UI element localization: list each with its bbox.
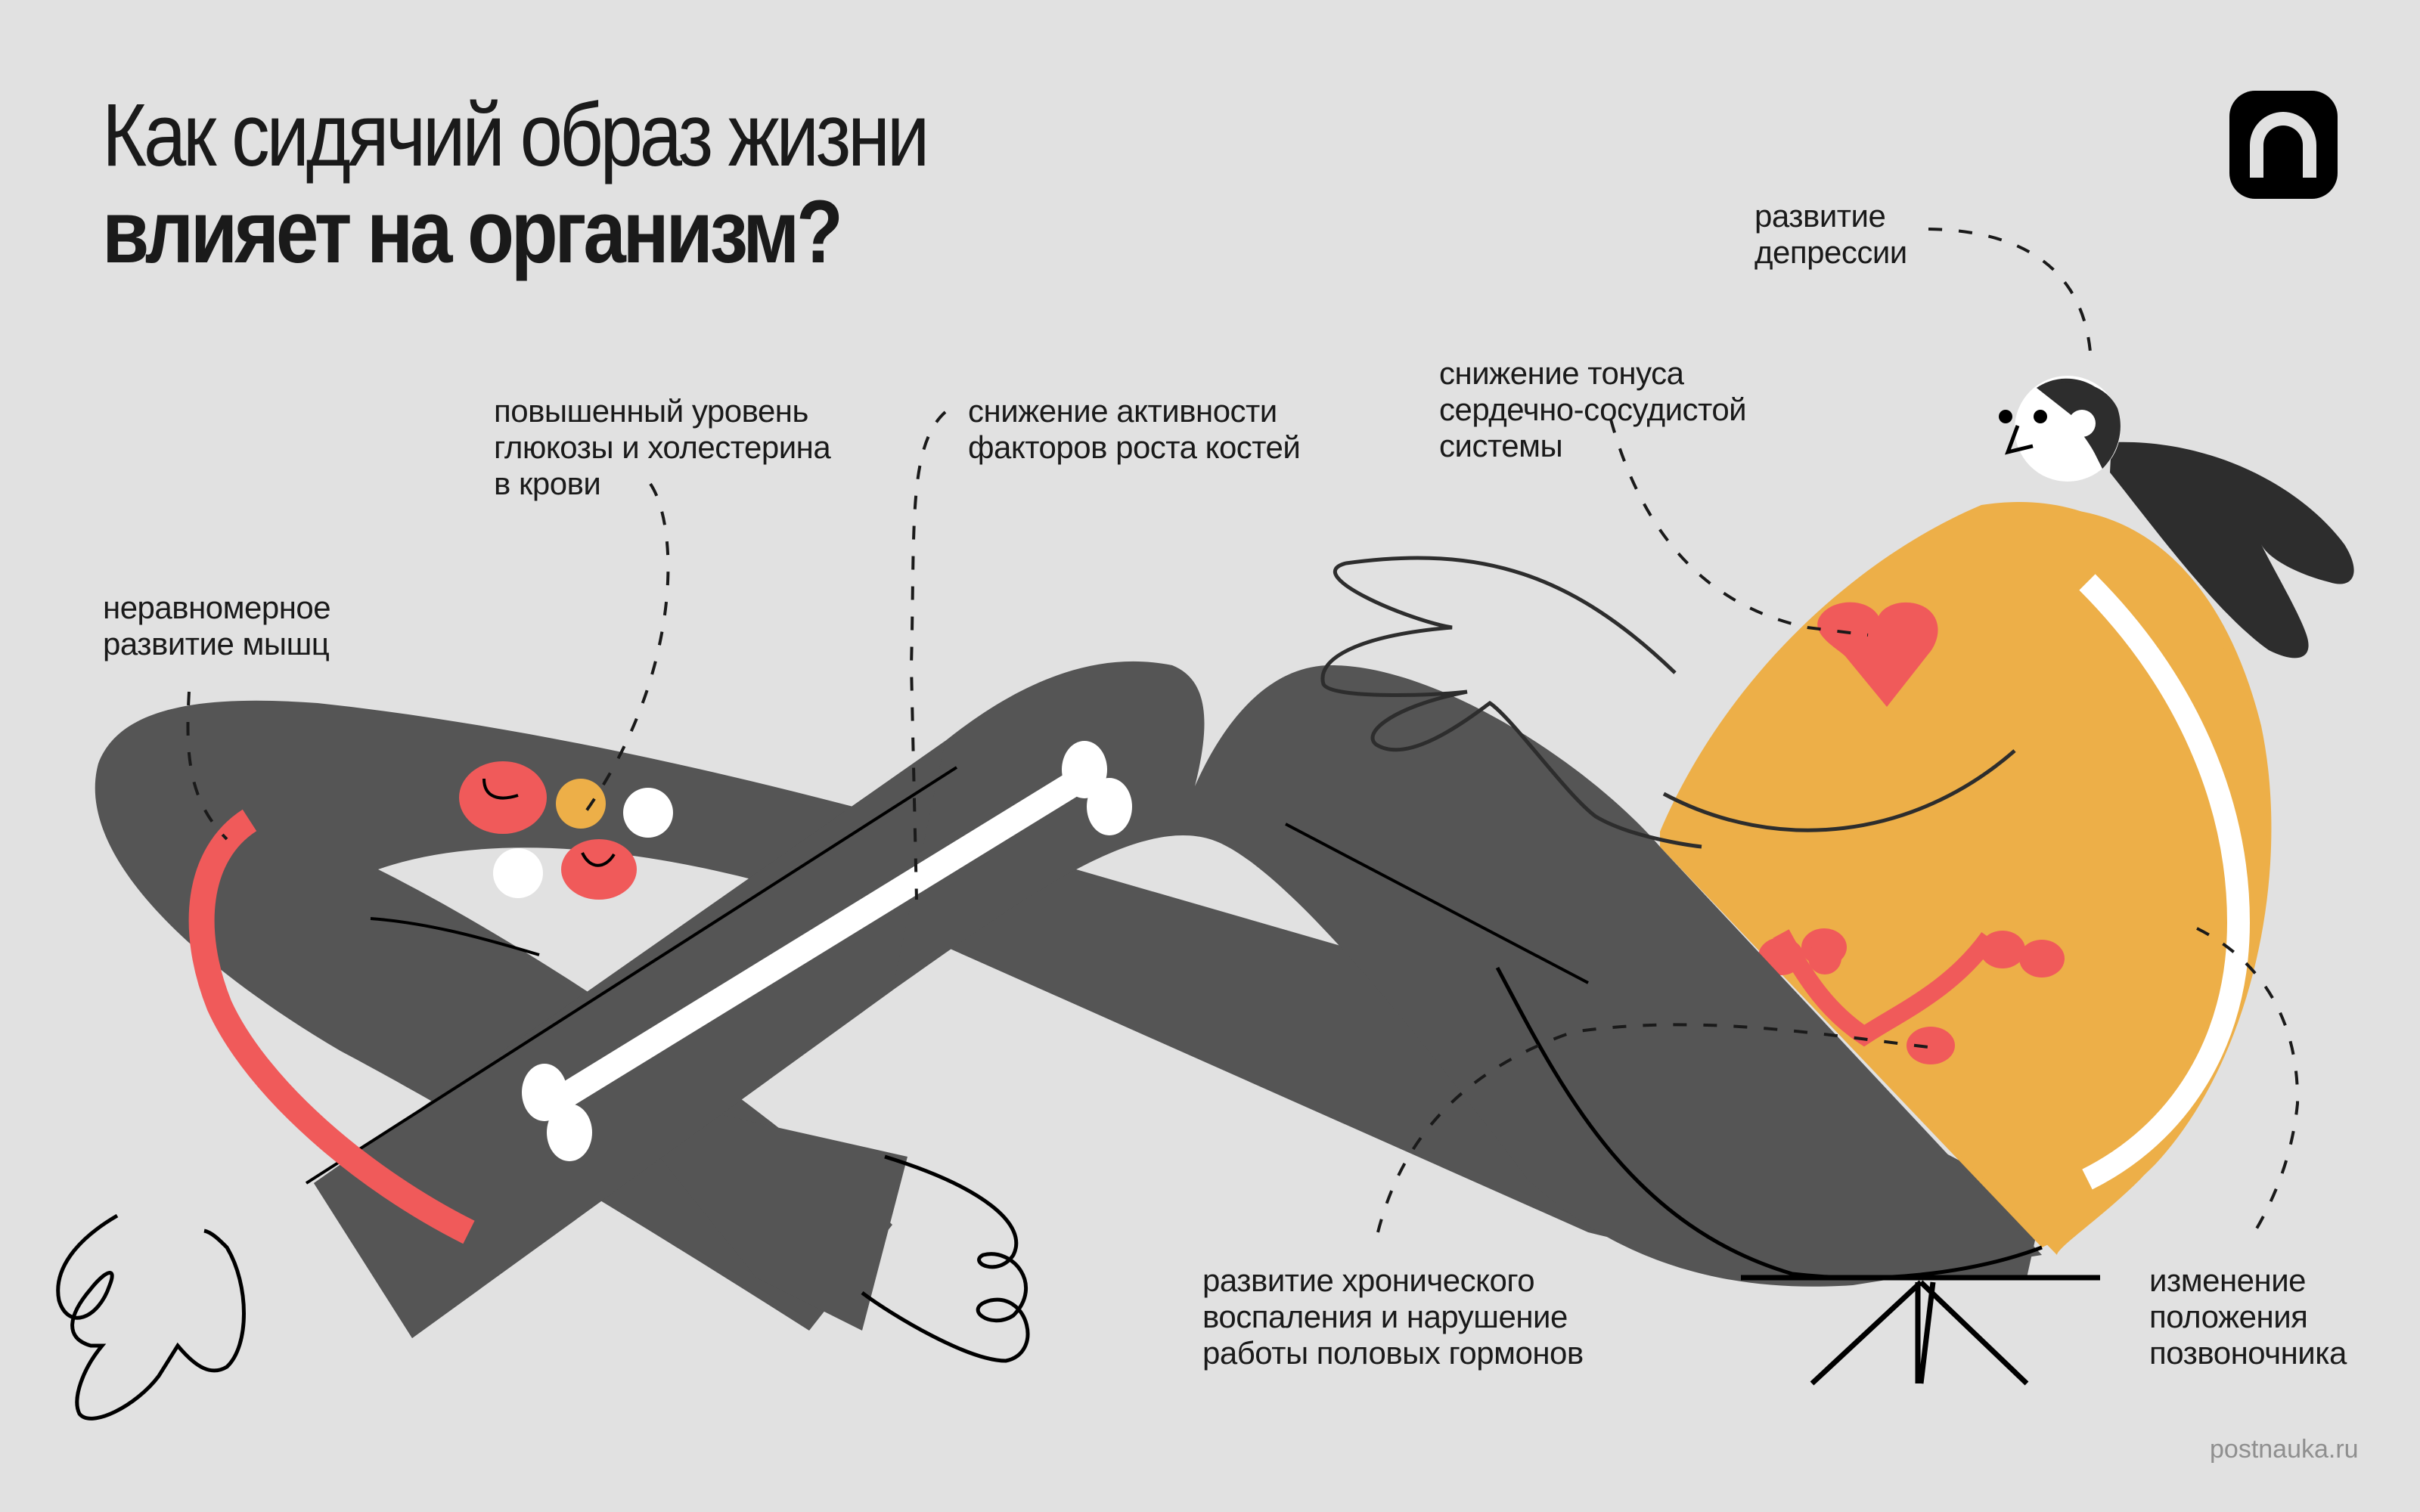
reproductive-organs-icon: [1758, 928, 2065, 1064]
torso: [1660, 501, 2272, 1255]
label-bone-growth: снижение активности факторов роста косте…: [968, 393, 1301, 465]
right-hand-icon: [861, 1154, 1030, 1363]
title-line-bold: влияет на организм?: [102, 182, 843, 282]
person-head-icon: [1999, 376, 2354, 658]
label-inflammation-hormones: развитие хронического воспаления и наруш…: [1202, 1263, 1584, 1371]
site-link[interactable]: postnauka.ru: [2210, 1435, 2359, 1464]
blood-cells-icon: [459, 761, 673, 900]
spine-icon: [2079, 574, 2251, 1190]
stool-icon: [1741, 1275, 2100, 1386]
heart-icon: [1817, 602, 1938, 707]
front-leg: [305, 661, 2043, 1338]
leader-inflammation: [1376, 1023, 1929, 1233]
label-muscles: неравномерное развитие мышц: [103, 590, 331, 662]
postnauka-logo-icon: [2229, 91, 2338, 199]
label-glucose-cholesterol: повышенный уровень глюкозы и холестерина…: [494, 393, 831, 501]
left-hand-icon: [56, 1213, 246, 1421]
leader-depression: [1928, 228, 2093, 364]
title-line-regular: Как сидячий образ жизни: [102, 85, 929, 185]
label-spine: изменение положения позвоночника: [2149, 1263, 2347, 1371]
muscle-arc-icon: [188, 809, 475, 1244]
arm-scribble: [1320, 556, 1702, 849]
leader-bones: [909, 411, 947, 900]
page-title: Как сидячий образ жизни влияет на органи…: [102, 87, 1061, 280]
label-depression: развитие депрессии: [1754, 198, 1907, 270]
bone-icon: [522, 741, 1132, 1161]
leader-cardio: [1609, 419, 1869, 637]
leader-lines: [186, 228, 2300, 1241]
label-cardiovascular: снижение тонуса сердечно-сосудистой сист…: [1439, 355, 1747, 463]
